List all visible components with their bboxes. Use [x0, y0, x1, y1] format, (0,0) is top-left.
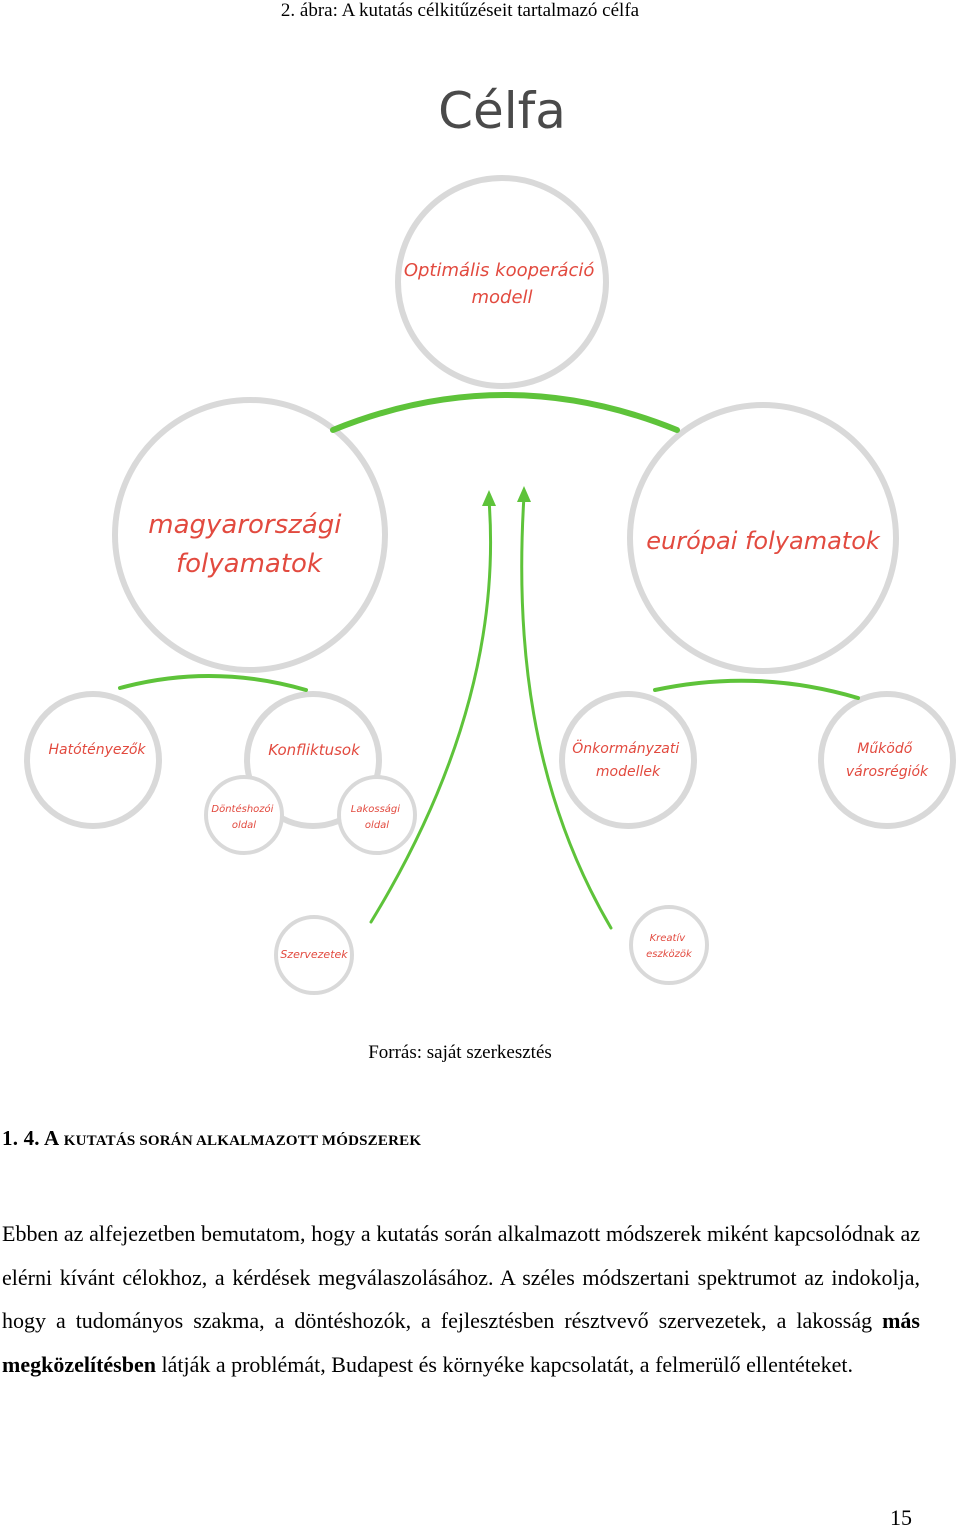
diagram-title: Célfa	[438, 82, 566, 140]
paragraph-text: látják a problémát, Budapest és környéke…	[155, 1351, 853, 1377]
arrow-up-icon	[482, 490, 496, 506]
node-label-kreativ: Kreatív	[650, 932, 687, 944]
node-label-right-big: európai folyamatok	[646, 527, 881, 555]
svg-text:európai folyamatok: európai folyamatok	[646, 527, 881, 555]
figure-caption: 2. ábra: A kutatás célkitűzéseit tartalm…	[280, 0, 640, 21]
node-circle-hatotenyezok	[24, 691, 162, 829]
node-circle-donteshozoi	[204, 775, 284, 855]
node-label-hatotenyezok: Hatótényezők	[48, 742, 146, 758]
svg-text:Konfliktusok: Konfliktusok	[268, 741, 361, 759]
connector-top	[330, 392, 680, 433]
section-heading: 1. 4. A KUTATÁS SORÁN ALKALMAZOTT MÓDSZE…	[2, 1126, 421, 1151]
node-label-konfliktusok: Konfliktusok	[268, 741, 361, 759]
svg-text:Lakossági oldal: Lakossági oldal	[351, 803, 403, 831]
page-number: 15	[890, 1505, 912, 1530]
svg-text:magyarországi folyamatok: magyarországi folyamatok	[148, 510, 350, 579]
section-title: KUTATÁS SORÁN ALKALMAZOTT MÓDSZEREK	[63, 1133, 422, 1149]
svg-text:Szervezetek: Szervezetek	[280, 948, 348, 961]
svg-text:Hatótényezők: Hatótényezők	[48, 742, 146, 758]
svg-text:Optimális kooperáció model: Optimális kooperáció modell	[404, 260, 600, 308]
node-circle-kreativ	[629, 905, 709, 985]
svg-text:Önkormányzati modellek: Önkormányzati modellek	[572, 739, 683, 780]
node-circle-lakossagi	[337, 775, 417, 855]
svg-text:Kreatív eszközök: Kreatív eszközök	[646, 932, 693, 960]
section-number: 1. 4.	[2, 1126, 45, 1150]
body-paragraph: Ebben az alfejezetben bemutatom, hogy a …	[2, 1212, 920, 1386]
node-label-top: Optimális kooperáció	[404, 260, 595, 281]
paragraph-text: Ebben az alfejezetben bemutatom, hogy a …	[2, 1221, 920, 1333]
svg-text:Működő városrégiók: Működő városrégiók	[846, 741, 929, 780]
section-title-initial: A	[44, 1126, 64, 1150]
node-label-szervezetek: Szervezetek	[280, 948, 348, 961]
node-label-onkormanyzati: Önkormányzati	[572, 739, 679, 757]
node-label-left-big: folyamatok	[176, 549, 323, 579]
node-label-mukodo: városrégiók	[846, 764, 929, 780]
node-label-mukodo: Működő	[857, 741, 913, 757]
arrow-right-curve	[520, 494, 613, 930]
node-label-kreativ: eszközök	[646, 949, 693, 960]
node-label-lakossagi: oldal	[365, 820, 389, 831]
paragraph-emphasis: más megközelítésben	[2, 1308, 920, 1377]
node-circle-szervezetek	[274, 915, 354, 995]
node-circle-mukodo	[818, 691, 956, 829]
arrow-left-curve	[369, 498, 493, 924]
figure-source: Forrás: saját szerkesztés	[368, 1042, 552, 1063]
node-circle-left-big	[112, 397, 388, 673]
connector-left-pair	[118, 674, 308, 692]
node-label-onkormanyzati: modellek	[596, 764, 661, 780]
goal-tree-diagram: Célfa Optimális kooperáció modell magyar…	[24, 82, 956, 995]
node-label-left-big: magyarországi	[148, 510, 342, 540]
node-circle-right-big	[627, 402, 899, 674]
svg-text:Döntéshozói oldal: Döntéshozói oldal	[211, 803, 276, 831]
arrow-up-icon	[517, 486, 531, 502]
node-label-donteshozoi: Döntéshozói	[211, 803, 273, 815]
node-circle-onkormanyzati	[559, 691, 697, 829]
node-label-lakossagi: Lakossági	[351, 803, 401, 815]
node-circle-top	[395, 175, 609, 389]
connector-right-pair	[653, 678, 860, 700]
node-label-top: modell	[471, 287, 532, 308]
node-label-donteshozoi: oldal	[232, 820, 256, 831]
